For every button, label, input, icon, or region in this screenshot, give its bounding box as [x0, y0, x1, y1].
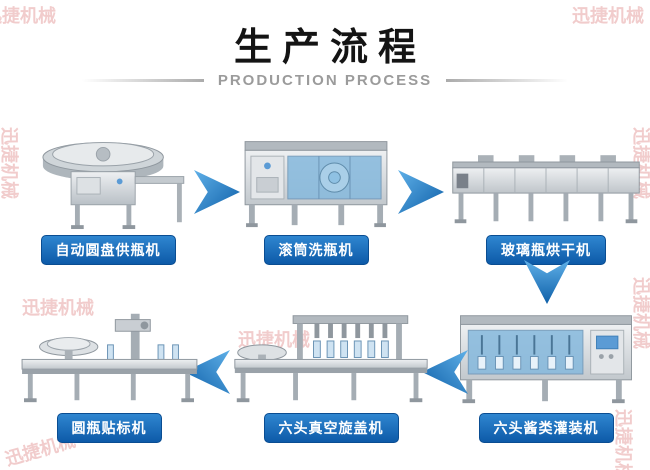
- step-label: 滚筒洗瓶机: [263, 235, 369, 265]
- step-card-vacuum-capper: 六头真空旋盖机: [228, 306, 434, 443]
- step-label: 玻璃瓶烘干机: [486, 235, 606, 265]
- step-label: 圆瓶贴标机: [56, 413, 162, 443]
- flow-arrow-right-icon: [398, 170, 444, 214]
- step-label: 自动圆盘供瓶机: [40, 235, 176, 265]
- machine-image-bottle-washer-icon: [230, 128, 402, 230]
- step-card-bottle-labeler: 圆瓶贴标机: [12, 306, 206, 443]
- step-card-bottle-unscrambler: 自动圆盘供瓶机: [18, 128, 198, 265]
- machine-image-bottle-dryer-icon: [446, 128, 646, 230]
- step-card-bottle-washer: 滚筒洗瓶机: [230, 128, 402, 265]
- step-label: 六头酱类灌装机: [478, 413, 614, 443]
- machine-image-sauce-filler-icon: [446, 306, 646, 408]
- step-label: 六头真空旋盖机: [263, 413, 399, 443]
- page-title: 生产流程: [233, 27, 426, 69]
- machine-image-bottle-labeler-icon: [12, 306, 206, 408]
- step-card-sauce-filler: 六头酱类灌装机: [446, 306, 646, 443]
- machine-image-vacuum-capper-icon: [228, 306, 434, 408]
- machine-image-bottle-unscrambler-icon: [18, 128, 198, 230]
- subtitle-divider-left: [81, 79, 204, 82]
- page-subtitle-row: PRODUCTION PROCESS: [0, 72, 650, 89]
- step-card-bottle-dryer: 玻璃瓶烘干机: [446, 128, 646, 265]
- subtitle-divider-right: [446, 79, 569, 82]
- page-subtitle: PRODUCTION PROCESS: [217, 72, 433, 89]
- flow-arrow-down-icon: [524, 260, 570, 304]
